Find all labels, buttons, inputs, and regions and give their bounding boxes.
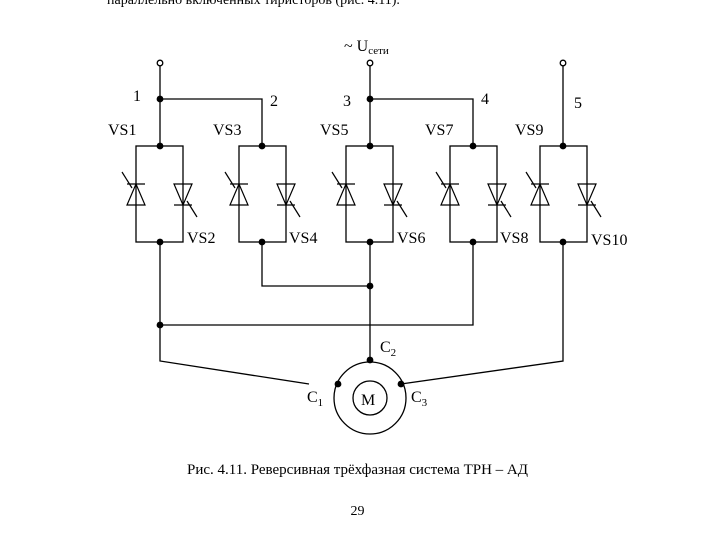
label-vs2: VS2 [187, 230, 215, 247]
thyristor-vs1 [121, 171, 146, 206]
wire-out-vs9-vs10 [400, 242, 564, 385]
terminal-label-2: 2 [270, 93, 278, 110]
thyristor-vs9 [525, 171, 550, 206]
wire-out-vs3-vs4 [261, 242, 370, 287]
pair-box-vs1-vs2 [135, 145, 184, 243]
pair-box-vs5-vs6 [345, 145, 394, 243]
thyristor-vs6 [383, 183, 408, 218]
page-number: 29 [350, 504, 365, 519]
wire-out-vs1-vs2 [159, 242, 310, 385]
terminal-label-5: 5 [574, 95, 582, 112]
winding-label-c3: C3 [411, 389, 428, 409]
pair-box-vs3-vs4 [238, 145, 287, 243]
preceding-text-line: параллельно включённых тиристоров (рис. … [107, 0, 400, 8]
motor-inner-circle [352, 380, 388, 416]
wire-bridge-3-4 [370, 98, 474, 146]
label-vs9: VS9 [515, 122, 543, 139]
thyristor-vs10 [577, 183, 602, 218]
thyristor-vs7 [435, 171, 460, 206]
terminal-3 [366, 59, 374, 67]
thyristor-vs4 [276, 183, 301, 218]
label-vs3: VS3 [213, 122, 241, 139]
thyristor-vs3 [224, 171, 249, 206]
label-vs1: VS1 [108, 122, 136, 139]
pair-box-vs7-vs8 [449, 145, 498, 243]
label-vs4: VS4 [289, 230, 317, 247]
pair-box-vs9-vs10 [539, 145, 588, 243]
supply-voltage-label: ~ Uсети [344, 38, 389, 57]
label-vs8: VS8 [500, 230, 528, 247]
figure-caption: Рис. 4.11. Реверсивная трёхфазная систем… [187, 462, 528, 478]
thyristor-vs2 [173, 183, 198, 218]
label-vs7: VS7 [425, 122, 453, 139]
terminal-label-4: 4 [481, 91, 489, 108]
terminal-1 [156, 59, 164, 67]
label-vs6: VS6 [397, 230, 425, 247]
wire-bridge-1-2 [160, 98, 263, 146]
winding-label-c2: C2 [380, 339, 396, 359]
terminal-label-1: 1 [133, 88, 141, 105]
thyristor-vs5 [331, 171, 356, 206]
label-vs10: VS10 [591, 232, 627, 249]
motor-label: M [361, 392, 375, 409]
label-vs5: VS5 [320, 122, 348, 139]
winding-label-c1: C1 [307, 389, 323, 409]
junction-dots [156, 95, 567, 388]
thyristor-vs8 [487, 183, 512, 218]
terminal-label-3: 3 [343, 93, 351, 110]
terminal-5 [559, 59, 567, 67]
wire-out-vs7-vs8 [160, 242, 474, 326]
